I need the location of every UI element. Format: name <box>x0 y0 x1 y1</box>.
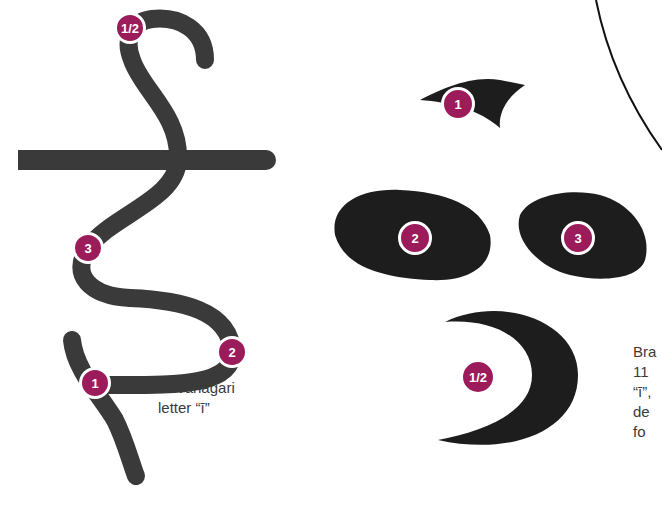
side-caption: Bra 11 “ī”, de fo <box>633 342 660 442</box>
callout-number: 2 <box>398 221 432 255</box>
callout-text: 1 <box>454 98 461 111</box>
callout-text: 1/2 <box>121 22 139 35</box>
callout-text: 1/2 <box>469 371 487 384</box>
callout-text: 1 <box>91 377 98 390</box>
brahmi-crescent <box>438 311 578 445</box>
callout-text: 2 <box>228 346 235 359</box>
page-curve <box>596 0 662 150</box>
callout-text: 3 <box>84 242 91 255</box>
callout-number: 1 <box>79 367 111 399</box>
callout-number: 1/2 <box>460 359 496 395</box>
figure-label: Devanagari letter “ī” <box>158 378 250 418</box>
brahmi-dot <box>519 192 647 278</box>
callout-number: 3 <box>561 221 595 255</box>
callout-number: 2 <box>216 336 248 368</box>
devanagari-stroke <box>81 19 232 385</box>
brahmi-dot <box>420 79 525 128</box>
callout-number: 1 <box>441 87 475 121</box>
devanagari-tail <box>72 340 136 476</box>
callout-text: 2 <box>411 232 418 245</box>
callout-number: 3 <box>72 232 104 264</box>
callout-number: 1/2 <box>114 12 146 44</box>
callout-text: 3 <box>574 232 581 245</box>
brahmi-dot <box>334 190 490 280</box>
devanagari-headline <box>18 150 276 170</box>
